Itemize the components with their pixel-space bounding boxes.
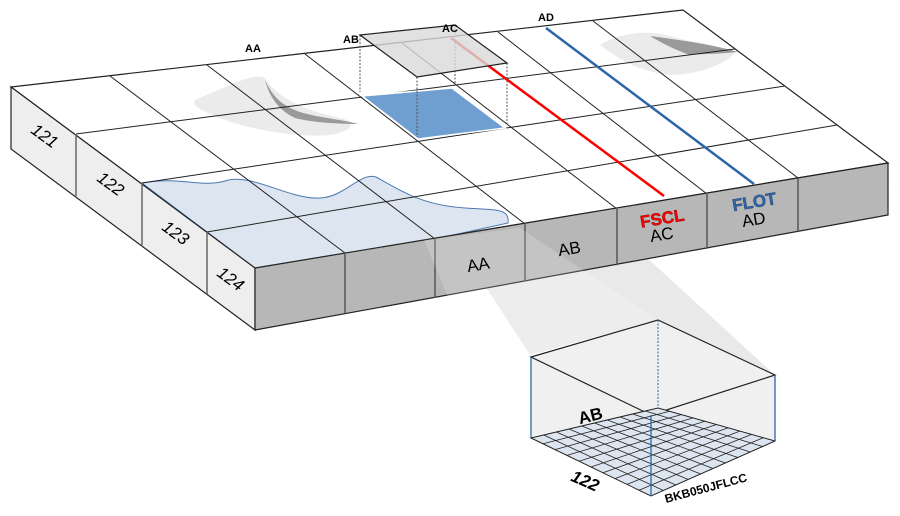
detail-grid-line	[619, 416, 738, 458]
grid-col-line	[304, 53, 526, 225]
detail-grid	[542, 410, 764, 491]
projection-cone-overlay	[424, 228, 658, 355]
terrain-ridge-right	[650, 36, 738, 55]
grid-row-line	[206, 124, 838, 233]
grid-col-line	[206, 64, 436, 240]
front-label-ad: AD	[741, 208, 767, 231]
top-label-ab: AB	[343, 34, 359, 46]
detail-row-label: 122	[568, 467, 602, 496]
flot-line	[545, 27, 755, 185]
top-label-ac: AC	[442, 23, 458, 35]
terrain-ridge-left	[265, 80, 358, 124]
front-label-ab: AB	[557, 238, 583, 260]
front-face	[254, 162, 889, 331]
raised-box	[358, 24, 509, 137]
terrain-shadow-right	[600, 32, 735, 75]
front-label-ac: AC	[649, 223, 675, 246]
detail-box	[529, 319, 777, 497]
detail-grid-line	[626, 434, 752, 485]
front-dividers	[344, 178, 799, 314]
top-label-ad: AD	[538, 12, 554, 24]
grid-col-line	[497, 31, 708, 195]
detail-grid-line	[607, 419, 726, 464]
detail-grid-line	[638, 437, 764, 491]
left-dividers	[75, 134, 208, 294]
water-area	[140, 175, 509, 269]
detail-grid-line	[614, 430, 741, 479]
detail-grid-line	[602, 427, 729, 474]
detail-grid-line	[632, 413, 751, 453]
grid-col-line	[109, 75, 346, 254]
top-label-aa: AA	[245, 43, 261, 55]
grid-row-line	[141, 85, 786, 184]
detail-grid-line	[590, 424, 717, 468]
detail-grid-line	[645, 410, 763, 447]
front-label-aa: AA	[466, 253, 492, 276]
selected-cell[interactable]	[360, 87, 507, 140]
